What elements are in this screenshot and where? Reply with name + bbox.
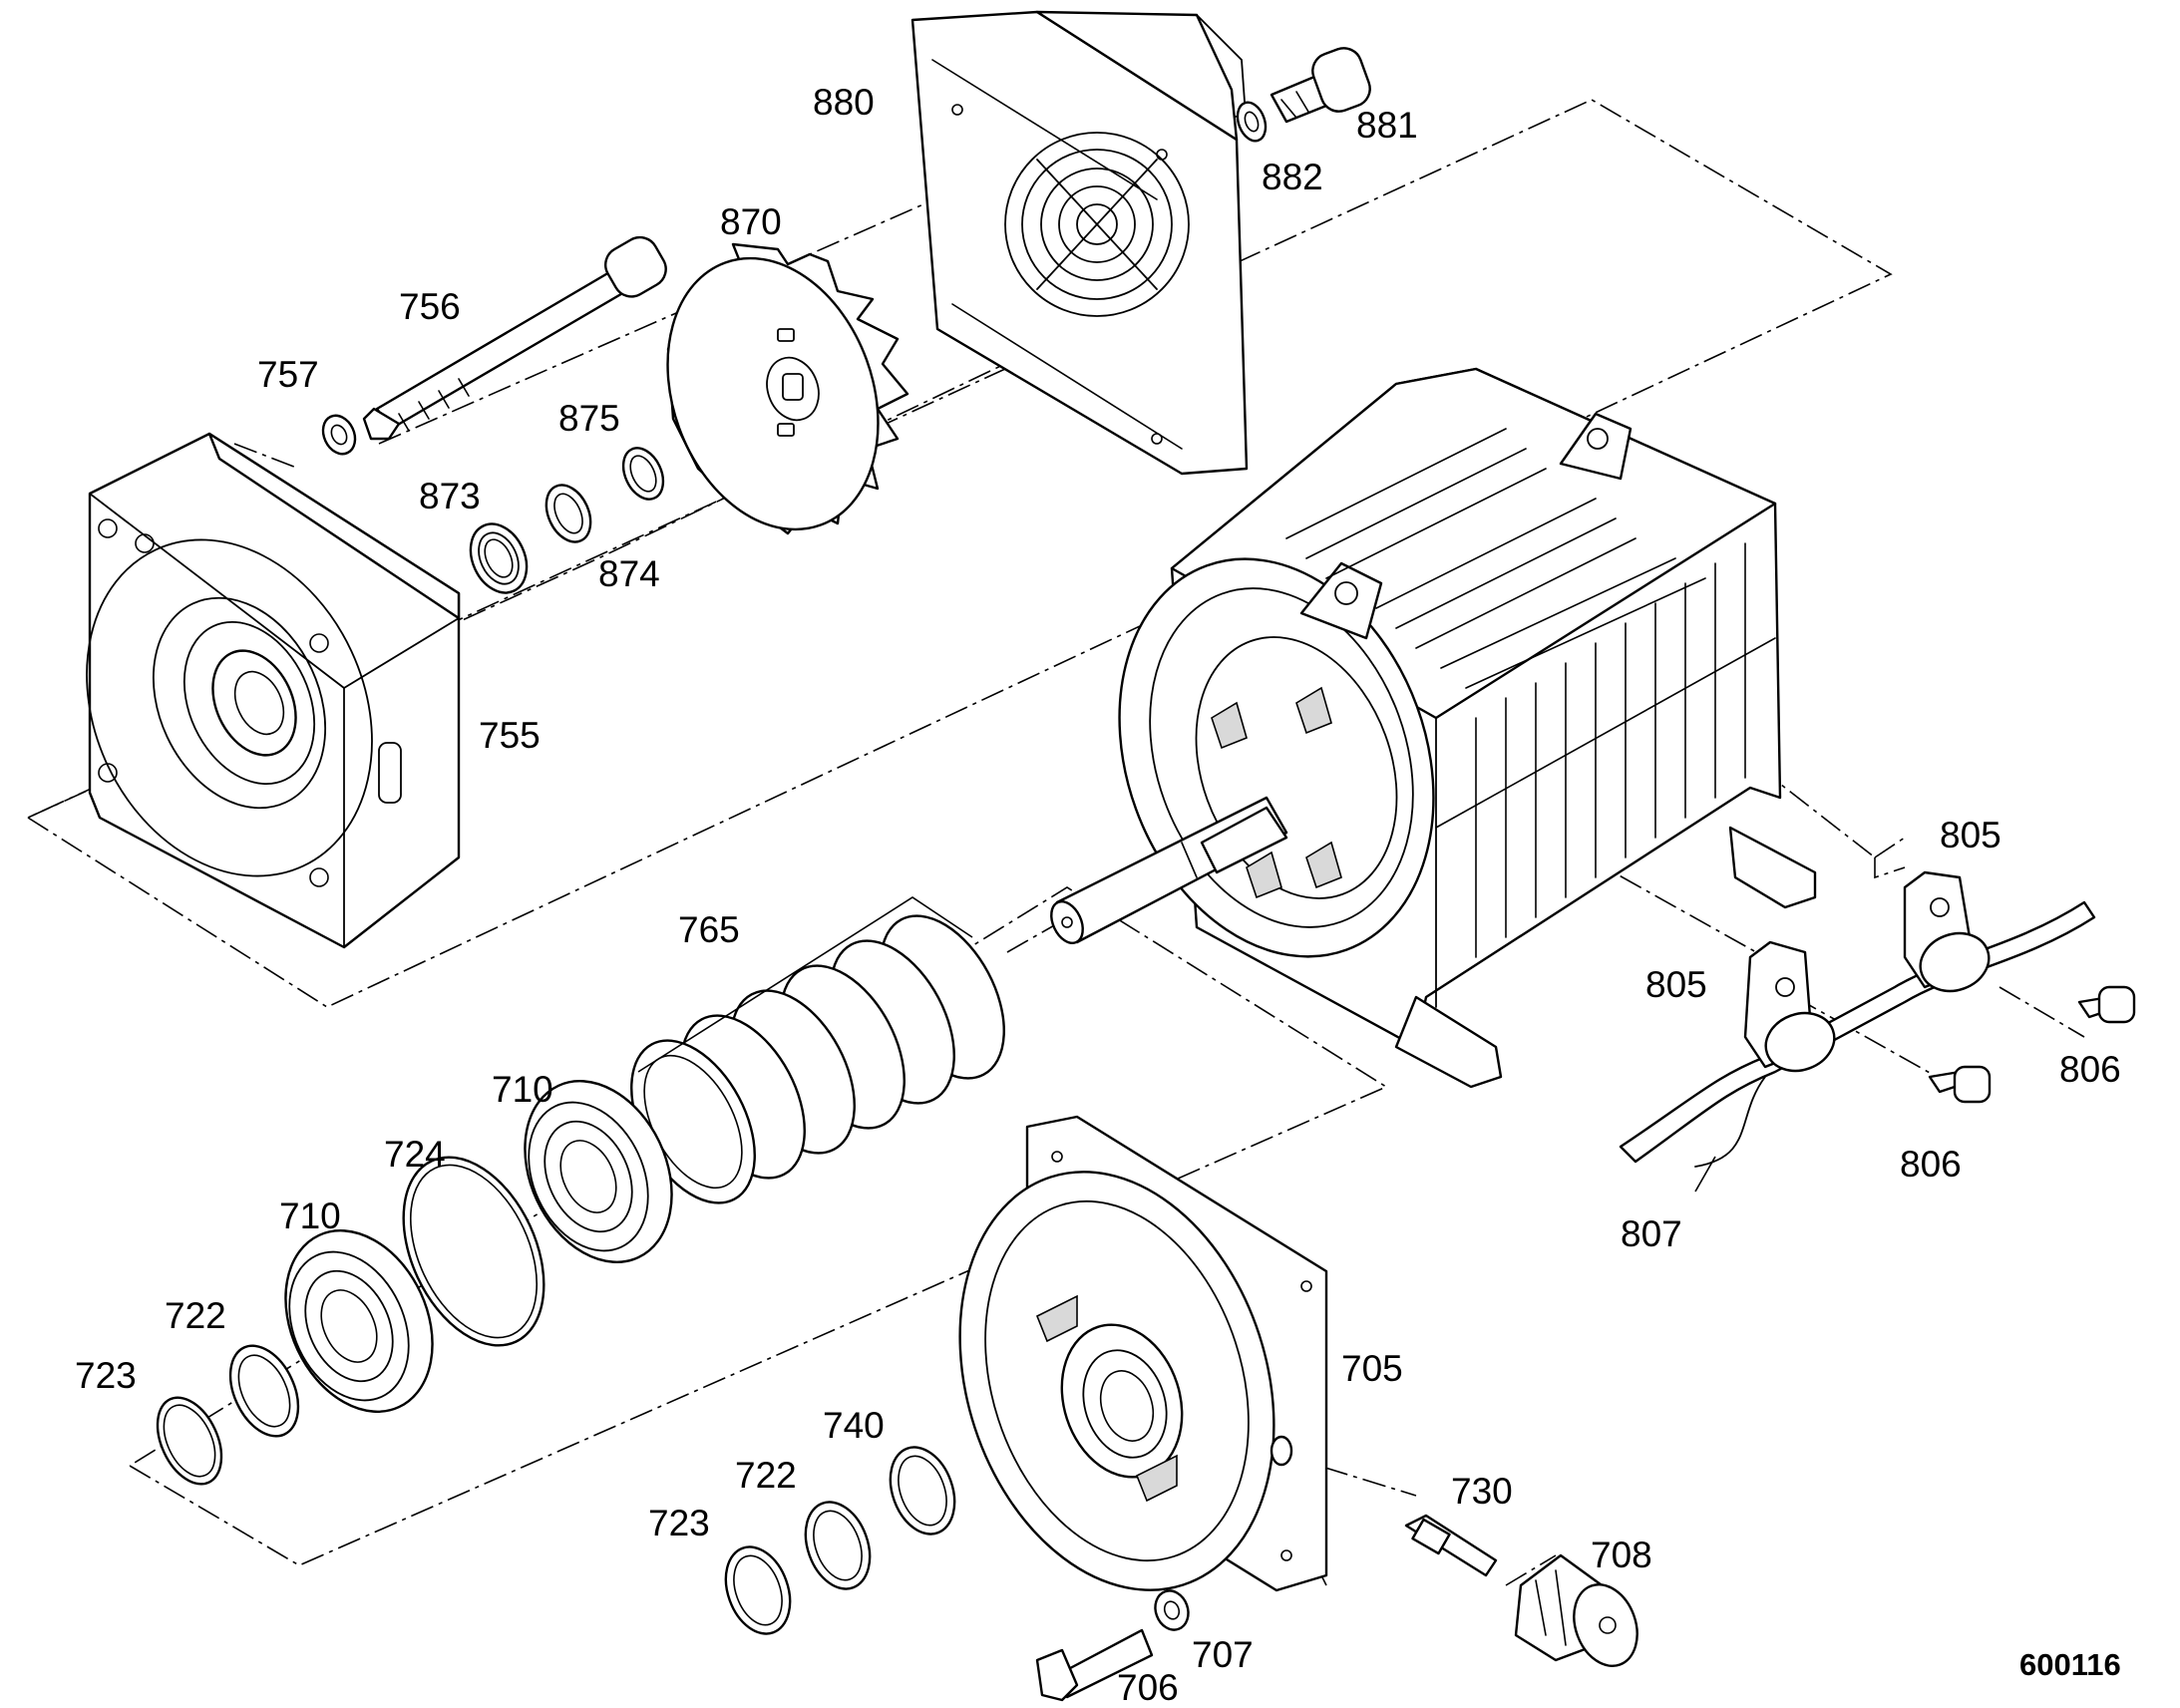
leader-lines [1694, 1156, 1716, 1193]
part-723-circlip-left [156, 1396, 223, 1486]
part-706-bolt [1035, 1628, 1154, 1702]
label-708: 708 [1591, 1535, 1652, 1575]
label-710-upper: 710 [492, 1069, 553, 1110]
part-722-ring-left [228, 1344, 300, 1438]
part-710-bearing-upper [524, 1080, 673, 1263]
label-765: 765 [678, 909, 740, 950]
label-806-upper: 806 [2059, 1049, 2121, 1090]
motor-stator-housing [1050, 367, 1817, 1089]
part-labels: 880 881 882 870 756 757 875 873 874 755 … [75, 82, 2121, 1708]
label-756: 756 [399, 286, 461, 327]
part-806-screw-lower [1928, 1065, 1992, 1104]
label-874: 874 [598, 553, 660, 594]
label-805-lower: 805 [1645, 964, 1707, 1005]
part-707-washer [1154, 1589, 1190, 1631]
label-707: 707 [1192, 1634, 1254, 1675]
label-722-left: 722 [165, 1295, 226, 1336]
label-880: 880 [813, 82, 875, 123]
drawing-number: 600116 [2019, 1647, 2121, 1682]
label-805-upper: 805 [1940, 815, 2001, 855]
part-875-circlip [621, 447, 665, 501]
part-755-end-shield [86, 432, 461, 949]
part-880-fan-cover [910, 10, 1249, 476]
part-730-sensor [1404, 1514, 1498, 1577]
part-705-flange-end-shield [958, 1115, 1328, 1592]
part-807-cable [1619, 900, 2096, 1168]
label-870: 870 [720, 201, 782, 242]
label-757: 757 [257, 354, 319, 395]
part-756-tie-bolt [362, 235, 667, 441]
part-882-washer [1236, 101, 1268, 143]
part-873-seal [469, 522, 529, 594]
part-723-circlip-right [724, 1545, 792, 1635]
label-710-lower: 710 [279, 1196, 341, 1236]
part-710-bearing-lower [284, 1229, 434, 1413]
label-881: 881 [1356, 105, 1418, 146]
motor-side-fins [1435, 542, 1776, 958]
part-757-washer [321, 414, 357, 456]
label-705: 705 [1341, 1348, 1403, 1389]
part-881-screw [1270, 47, 1371, 124]
label-740: 740 [823, 1405, 885, 1446]
label-724: 724 [384, 1134, 446, 1175]
label-807: 807 [1621, 1213, 1682, 1254]
label-723-left: 723 [75, 1355, 137, 1396]
label-755: 755 [479, 715, 541, 756]
part-874-ring [545, 484, 592, 543]
part-805-clamp-upper [1903, 870, 1991, 993]
label-806-lower: 806 [1900, 1144, 1962, 1185]
label-722-right: 722 [735, 1455, 797, 1496]
label-730: 730 [1451, 1471, 1513, 1512]
label-873: 873 [419, 476, 481, 516]
label-882: 882 [1262, 157, 1323, 197]
label-723-right: 723 [648, 1503, 710, 1543]
label-706: 706 [1117, 1667, 1179, 1708]
part-765-spring [630, 896, 1005, 1204]
part-805-clamp-lower [1743, 940, 1836, 1073]
part-722-ring-right [804, 1501, 872, 1590]
part-806-screw-upper [2077, 985, 2136, 1024]
motor-top-fins [1285, 428, 1706, 689]
part-740-seal [889, 1446, 956, 1536]
label-875: 875 [558, 398, 620, 439]
part-708-cable-gland [1514, 1553, 1638, 1667]
part-724-circlip [402, 1156, 545, 1347]
part-870-fan-wheel [666, 242, 909, 535]
